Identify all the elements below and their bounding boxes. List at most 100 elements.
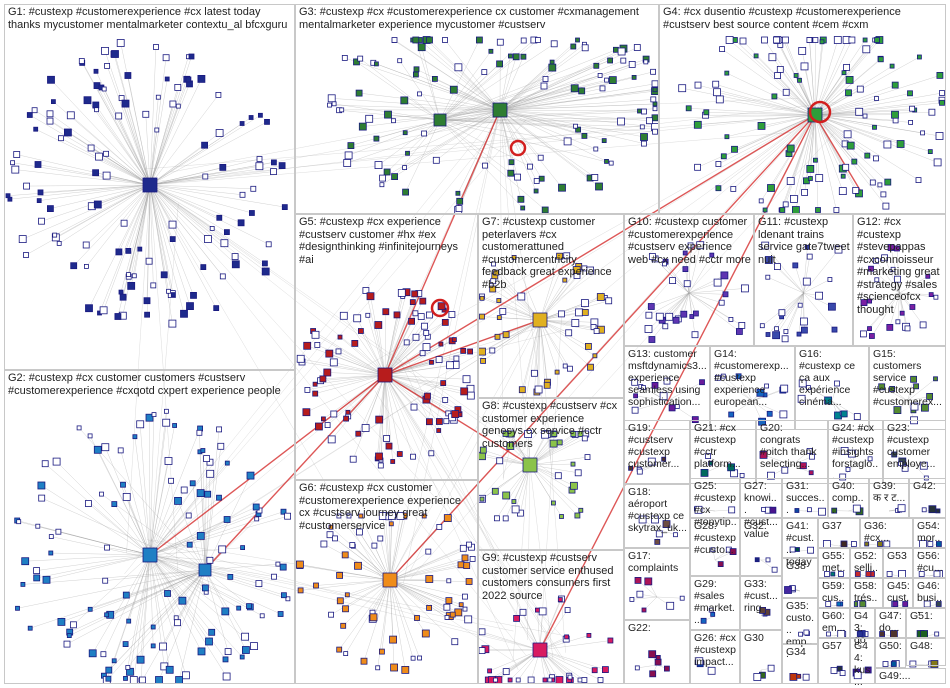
network-node[interactable] (459, 544, 467, 552)
network-node[interactable] (153, 44, 159, 50)
network-node[interactable] (649, 670, 657, 678)
network-node[interactable] (812, 37, 819, 43)
network-node[interactable] (710, 547, 716, 553)
network-node[interactable] (843, 64, 850, 71)
network-node[interactable] (665, 312, 674, 321)
network-node[interactable] (221, 607, 230, 616)
network-node[interactable] (719, 46, 725, 52)
network-node[interactable] (581, 44, 589, 52)
network-node[interactable] (159, 642, 168, 651)
network-node[interactable] (761, 36, 768, 44)
network-node[interactable] (20, 582, 26, 587)
network-node[interactable] (121, 99, 130, 108)
network-node[interactable] (889, 63, 895, 69)
network-node[interactable] (712, 80, 720, 88)
network-node[interactable] (867, 326, 872, 332)
network-node[interactable] (23, 182, 31, 190)
network-node[interactable] (846, 141, 855, 150)
network-node[interactable] (118, 95, 125, 101)
network-node[interactable] (18, 235, 27, 244)
network-node[interactable] (328, 611, 335, 618)
network-node[interactable] (496, 60, 504, 68)
network-node[interactable] (209, 225, 215, 231)
network-node[interactable] (634, 665, 640, 671)
network-node[interactable] (797, 302, 803, 308)
network-node[interactable] (122, 591, 130, 599)
network-node[interactable] (206, 469, 215, 478)
network-node[interactable] (189, 480, 196, 487)
network-node[interactable] (591, 173, 599, 181)
network-node[interactable] (887, 244, 895, 251)
network-node[interactable] (533, 188, 539, 194)
network-node[interactable] (92, 169, 99, 177)
network-node[interactable] (577, 431, 584, 437)
network-node[interactable] (58, 135, 64, 142)
network-node[interactable] (216, 214, 223, 221)
network-node[interactable] (410, 403, 418, 411)
network-node[interactable] (175, 103, 181, 109)
network-node[interactable] (881, 254, 888, 262)
network-node[interactable] (556, 252, 563, 260)
network-node[interactable] (730, 185, 737, 192)
network-node[interactable] (824, 396, 832, 405)
network-node[interactable] (741, 284, 749, 293)
network-node[interactable] (417, 655, 423, 661)
network-node[interactable] (939, 90, 945, 96)
network-node[interactable] (638, 515, 647, 524)
network-node[interactable] (570, 431, 577, 437)
network-node[interactable] (548, 63, 557, 72)
network-node[interactable] (304, 386, 311, 393)
network-node[interactable] (921, 507, 927, 513)
network-node[interactable] (695, 657, 704, 666)
network-node[interactable] (220, 239, 229, 248)
network-node[interactable] (662, 520, 671, 528)
network-node[interactable] (864, 666, 872, 674)
network-node[interactable] (437, 302, 446, 311)
network-node[interactable] (358, 513, 364, 519)
network-node[interactable] (581, 435, 588, 442)
network-node[interactable] (223, 516, 231, 523)
network-node[interactable] (366, 292, 375, 301)
network-node[interactable] (651, 381, 659, 389)
network-node[interactable] (150, 282, 157, 289)
network-node[interactable] (801, 326, 808, 334)
network-node[interactable] (527, 163, 533, 170)
network-node[interactable] (646, 117, 653, 125)
network-node[interactable] (168, 220, 177, 229)
network-node[interactable] (402, 130, 408, 136)
network-node[interactable] (806, 164, 815, 173)
network-node[interactable] (605, 297, 613, 305)
network-node[interactable] (803, 629, 810, 636)
network-node[interactable] (652, 87, 658, 93)
network-node[interactable] (727, 463, 735, 472)
network-node[interactable] (47, 75, 55, 84)
network-node[interactable] (443, 514, 452, 522)
network-node[interactable] (699, 379, 705, 386)
network-node[interactable] (125, 665, 131, 670)
network-node[interactable] (436, 428, 442, 433)
network-node[interactable] (724, 134, 730, 140)
network-node[interactable] (720, 373, 726, 379)
network-node[interactable] (218, 545, 227, 554)
network-node[interactable] (389, 635, 398, 644)
network-node[interactable] (93, 68, 99, 74)
network-node[interactable] (479, 295, 485, 301)
network-node[interactable] (798, 631, 803, 637)
network-node[interactable] (703, 109, 710, 116)
network-node[interactable] (511, 499, 517, 504)
network-node[interactable] (46, 110, 54, 118)
network-node[interactable] (466, 541, 472, 548)
network-node[interactable] (815, 291, 823, 300)
network-node[interactable] (347, 142, 355, 150)
network-node[interactable] (384, 110, 392, 119)
network-node[interactable] (320, 416, 326, 422)
network-node[interactable] (830, 571, 836, 577)
network-node[interactable] (559, 514, 564, 519)
network-node[interactable] (563, 252, 571, 260)
network-node[interactable] (261, 260, 268, 267)
network-node[interactable] (270, 159, 277, 166)
network-node[interactable] (774, 72, 781, 79)
network-node[interactable] (374, 321, 383, 329)
network-node[interactable] (599, 85, 606, 92)
network-node[interactable] (915, 177, 922, 184)
